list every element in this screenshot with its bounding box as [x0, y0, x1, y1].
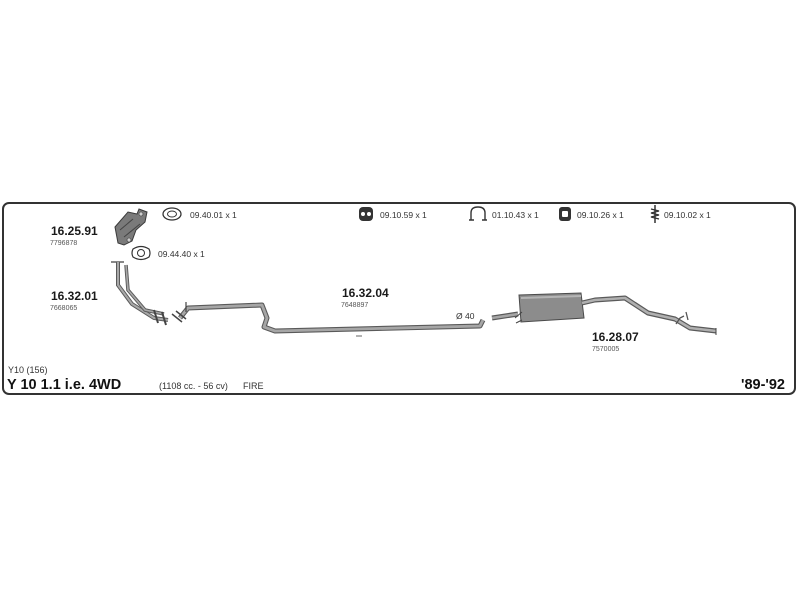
spring-bolt-icon [650, 205, 660, 223]
oe-number-front-pipe: 7668065 [50, 305, 78, 312]
front-pipe-drawing [111, 261, 169, 326]
gasket-ring-icon [162, 207, 182, 221]
part-number-front-pipe: 16.32.01 [51, 289, 98, 303]
part-number-manifold: 16.25.91 [51, 224, 98, 238]
pipe-clamp-icon [469, 206, 487, 221]
oe-number-manifold: 7796878 [50, 240, 78, 247]
engine-type: FIRE [243, 381, 264, 391]
rear-silencer-drawing [514, 292, 717, 335]
accessory-label-1: 09.40.01 x 1 [190, 210, 237, 220]
model-years: '89-'92 [741, 377, 785, 393]
rubber-hanger-icon [359, 207, 373, 221]
part-number-rear-silencer: 16.28.07 [592, 330, 639, 344]
connection-pipe-drawing [491, 311, 519, 321]
part-number-middle-pipe: 16.32.04 [342, 286, 389, 300]
rubber-mount-icon [559, 207, 571, 221]
accessory-label-4: 01.10.43 x 1 [492, 210, 539, 220]
vehicle-model: Y 10 1.1 i.e. 4WD [7, 377, 122, 393]
accessory-label-6: 09.10.02 x 1 [664, 210, 711, 220]
middle-pipe-drawing [171, 302, 486, 337]
flange-gasket-icon [131, 245, 151, 261]
accessory-label-5: 09.10.26 x 1 [577, 210, 624, 220]
diameter-label: Ø 40 [456, 311, 475, 321]
exhaust-manifold [114, 208, 148, 246]
accessory-label-3: 09.10.59 x 1 [380, 210, 427, 220]
oe-number-middle-pipe: 7648897 [341, 302, 369, 309]
accessory-label-2: 09.44.40 x 1 [158, 249, 205, 259]
vehicle-code: Y10 (156) [8, 365, 48, 375]
engine-spec: (1108 cc. - 56 cv) [159, 381, 228, 391]
oe-number-rear-silencer: 7570005 [592, 346, 620, 353]
